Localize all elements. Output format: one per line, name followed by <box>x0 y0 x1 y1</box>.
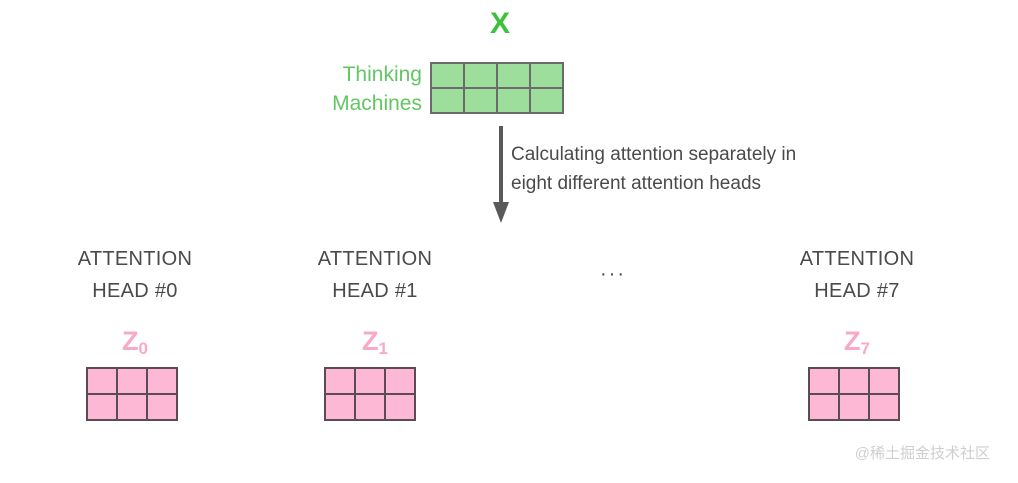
matrix-cell <box>810 369 840 395</box>
matrix-cell <box>498 64 531 89</box>
flow-caption-line-1: eight different attention heads <box>511 173 762 194</box>
flow-caption: Calculating attention separately in eigh… <box>511 140 911 198</box>
output-matrix-z7 <box>808 367 900 421</box>
down-arrow-icon <box>493 126 509 223</box>
head-title-line-1: HEAD #7 <box>814 280 900 302</box>
watermark: @稀土掘金技术社区 <box>854 445 990 462</box>
matrix-cell <box>88 369 118 395</box>
output-matrix-z0 <box>86 367 178 421</box>
z7-label-base: Z <box>844 326 861 356</box>
matrix-cell <box>148 395 178 421</box>
matrix-cell <box>840 369 870 395</box>
head-title-line-1: HEAD #1 <box>332 280 418 302</box>
z7-label-subscript: 7 <box>860 339 870 358</box>
head-title-line-0: ATTENTION <box>317 248 433 270</box>
matrix-cell <box>88 395 118 421</box>
matrix-cell <box>465 64 498 89</box>
head-title-line-0: ATTENTION <box>77 248 193 270</box>
attention-head-0-title: ATTENTION HEAD #0 <box>40 243 230 307</box>
matrix-cell <box>810 395 840 421</box>
matrix-cell <box>870 395 900 421</box>
matrix-cell <box>148 369 178 395</box>
matrix-cell <box>386 369 416 395</box>
z0-label-base: Z <box>122 326 139 356</box>
matrix-cell <box>118 369 148 395</box>
input-row-label-0: Thinking <box>342 63 422 86</box>
matrix-cell <box>326 369 356 395</box>
ellipsis-separator: ··· <box>600 263 626 285</box>
input-row-labels: Thinking Machines <box>250 60 422 118</box>
input-matrix-label: X <box>489 7 510 40</box>
flow-caption-line-0: Calculating attention separately in <box>511 144 797 165</box>
matrix-cell <box>870 369 900 395</box>
z1-label: Z1 <box>280 325 470 361</box>
attention-head-7-title: ATTENTION HEAD #7 <box>762 243 952 307</box>
z1-label-base: Z <box>362 326 379 356</box>
z0-label-subscript: 0 <box>138 339 148 358</box>
input-row-label-1: Machines <box>332 92 422 115</box>
z0-label: Z0 <box>40 325 230 361</box>
z7-label: Z7 <box>762 325 952 361</box>
matrix-cell <box>356 395 386 421</box>
matrix-cell <box>118 395 148 421</box>
matrix-cell <box>432 89 465 114</box>
head-title-line-1: HEAD #0 <box>92 280 178 302</box>
matrix-cell <box>465 89 498 114</box>
head-title-line-0: ATTENTION <box>799 248 915 270</box>
matrix-cell <box>386 395 416 421</box>
matrix-cell <box>498 89 531 114</box>
input-matrix-x <box>430 62 564 114</box>
matrix-cell <box>326 395 356 421</box>
matrix-cell <box>432 64 465 89</box>
output-matrix-z1 <box>324 367 416 421</box>
matrix-cell <box>531 64 564 89</box>
matrix-cell <box>356 369 386 395</box>
matrix-cell <box>840 395 870 421</box>
matrix-cell <box>531 89 564 114</box>
attention-head-1-title: ATTENTION HEAD #1 <box>280 243 470 307</box>
z1-label-subscript: 1 <box>378 339 388 358</box>
